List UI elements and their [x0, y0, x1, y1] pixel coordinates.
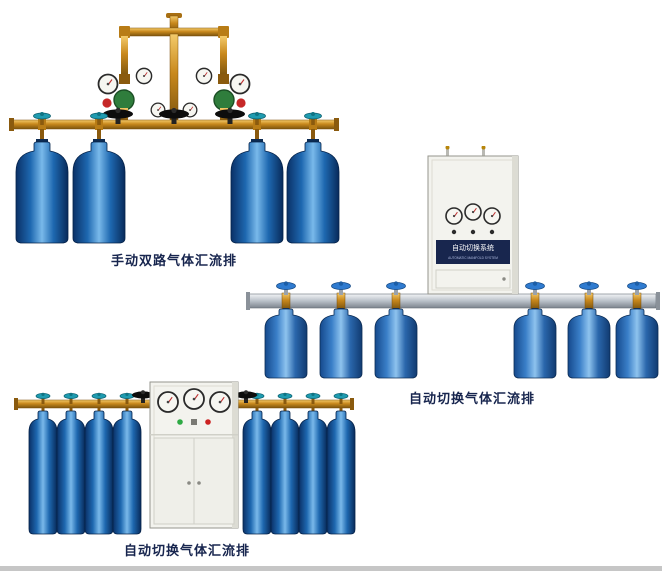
regulator-knob — [236, 98, 246, 108]
door-handle — [197, 481, 201, 485]
pipe-fitting — [445, 145, 450, 150]
gas-cylinder — [319, 308, 363, 379]
control-knob — [451, 229, 457, 235]
gas-cylinder — [15, 141, 69, 244]
gas-cylinder — [112, 410, 142, 535]
cylinder-valve-knob — [386, 280, 406, 296]
pressure-gauge — [229, 73, 251, 95]
page-bottom-border — [0, 566, 662, 571]
gas-cylinder — [615, 308, 659, 379]
manifold-rail — [246, 292, 660, 310]
product-auto-switch-wall: 自动切换系统 AUTOMATIC MANIFOLD SYSTEM 自动切换气体汇… — [246, 145, 660, 408]
control-knob — [489, 229, 495, 235]
regulator-knob — [102, 98, 112, 108]
cabinet-sublabel: AUTOMATIC MANIFOLD SYSTEM — [448, 256, 498, 260]
product-auto-switch-floor: 自动切换气体汇流排 — [10, 378, 358, 562]
gas-cylinder — [242, 410, 272, 535]
control-cabinet — [149, 381, 239, 529]
gas-cylinder — [374, 308, 418, 379]
indicator-light-red — [205, 419, 211, 425]
gas-cylinder — [298, 410, 328, 535]
cylinder-connectors — [36, 129, 319, 144]
cylinder-valve-knob — [276, 280, 296, 296]
gas-cylinder — [326, 410, 356, 535]
product-manual-dual-manifold: 手动双路气体汇流排 — [8, 12, 340, 268]
pipe-fitting — [481, 145, 486, 150]
gas-cylinder — [56, 410, 86, 535]
cabinet-label: 自动切换系统 — [452, 243, 494, 252]
pressure-gauge — [135, 67, 153, 85]
pressure-gauge — [157, 391, 179, 413]
caption-auto-switch-wall: 自动切换气体汇流排 — [408, 391, 535, 406]
pressure-gauge — [97, 73, 119, 95]
control-knob — [470, 229, 476, 235]
pressure-gauge — [483, 207, 501, 225]
gas-cylinder — [84, 410, 114, 535]
selector-switch — [191, 419, 197, 425]
cylinder-valve-knob — [525, 280, 545, 296]
cylinder-valve-knob — [331, 280, 351, 296]
pressure-gauge — [209, 391, 231, 413]
gas-cylinder — [513, 308, 557, 379]
door-handle — [502, 277, 506, 281]
gas-cylinder — [72, 141, 126, 244]
header-pipework — [119, 13, 229, 123]
door-handle — [187, 481, 191, 485]
caption-auto-switch-floor: 自动切换气体汇流排 — [123, 543, 250, 558]
pressure-gauge — [464, 203, 482, 221]
indicator-light-green — [177, 419, 183, 425]
cabinet-label-band — [436, 240, 510, 264]
auto-switch-floor-illustration — [14, 381, 356, 535]
control-cabinet: 自动切换系统 AUTOMATIC MANIFOLD SYSTEM — [427, 145, 519, 295]
gas-cylinder — [270, 410, 300, 535]
caption-manual-dual: 手动双路气体汇流排 — [110, 253, 237, 268]
cylinder-valve-knob — [579, 280, 599, 296]
manual-dual-manifold-illustration — [9, 13, 340, 244]
pressure-gauge — [445, 207, 463, 225]
gas-cylinder — [264, 308, 308, 379]
auto-switch-wall-illustration: 自动切换系统 AUTOMATIC MANIFOLD SYSTEM — [246, 145, 660, 379]
gas-cylinder — [567, 308, 611, 379]
pressure-gauge — [183, 388, 205, 410]
gas-cylinder — [28, 410, 58, 535]
cylinder-valve-knob — [627, 280, 647, 296]
pressure-gauge — [195, 67, 213, 85]
